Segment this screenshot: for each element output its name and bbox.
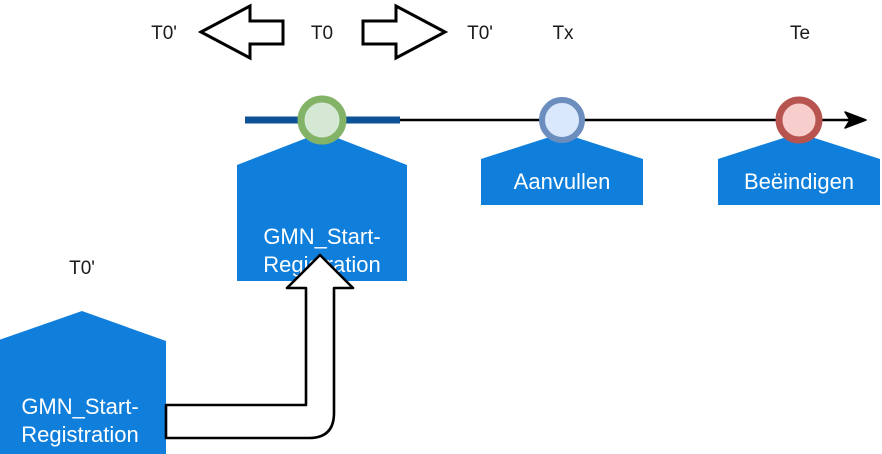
node-label-line-2: Registration (21, 422, 138, 447)
node-label-line-1: Aanvullen (514, 169, 611, 194)
node-beeindigen[interactable]: Beëindigen (718, 133, 880, 205)
event-marker-blue-circle[interactable] (539, 97, 585, 143)
node-gmn-start-registration-t0-prime[interactable]: GMN_Start- Registration (0, 311, 166, 454)
connector-arrow-t0prime-to-t0 (164, 253, 355, 440)
timeline-label-te: Te (790, 23, 810, 44)
node-label-line-1: Beëindigen (744, 169, 854, 194)
shift-right-arrow (361, 3, 449, 61)
node-aanvullen[interactable]: Aanvullen (481, 133, 643, 205)
node-shape-pentagon (237, 132, 407, 281)
timeline-label-t0-prime-right: T0' (467, 23, 493, 44)
bottom-node-caption-t0-prime: T0' (69, 258, 95, 279)
event-marker-green-circle[interactable] (297, 95, 347, 145)
node-label-line-1: GMN_Start- (263, 224, 380, 249)
node-shape-pentagon (0, 311, 166, 454)
node-shape-pentagon (481, 133, 643, 205)
node-shape-pentagon (718, 133, 880, 205)
timeline-label-t0: T0 (311, 23, 333, 44)
node-label-line-1: GMN_Start- (21, 394, 138, 419)
timeline-label-t0-prime-left: T0' (151, 23, 177, 44)
shift-left-arrow (197, 3, 285, 61)
event-marker-red-circle[interactable] (775, 96, 823, 144)
timeline-axis-arrowhead (844, 111, 867, 129)
timeline-label-tx: Tx (552, 23, 574, 44)
